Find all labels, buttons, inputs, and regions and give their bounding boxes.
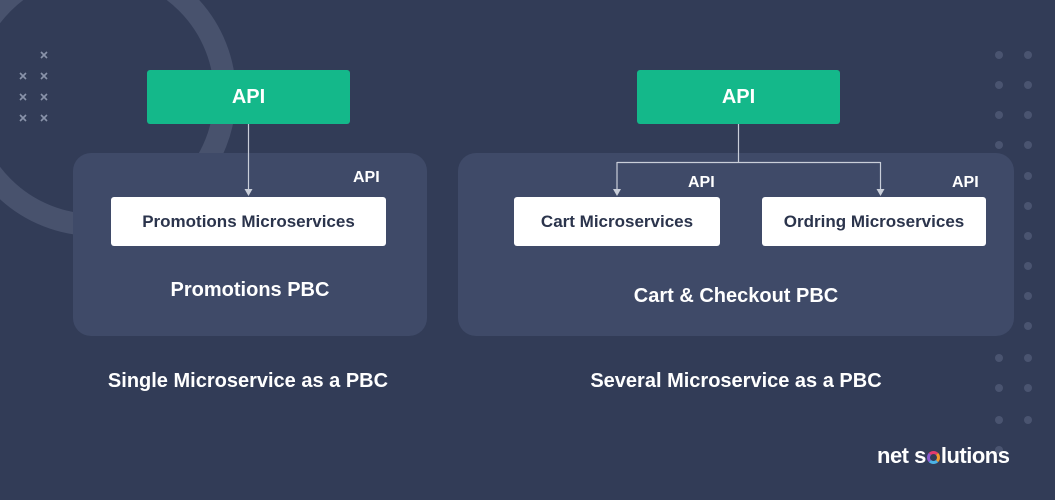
logo-text-start: net s [877, 443, 926, 468]
x-pattern [19, 51, 48, 122]
ordering-connector-arrow [876, 189, 885, 196]
left-connector-arrow [244, 189, 253, 196]
promotions-pbc-label: Promotions PBC [170, 279, 330, 301]
promotions-microservices-box: Promotions Microservices [111, 197, 386, 246]
logo-o-ring-icon [926, 451, 940, 464]
cart-microservices-box: Cart Microservices [514, 197, 720, 246]
dot-pattern [995, 51, 1032, 454]
logo-text-end: lutions [940, 443, 1010, 468]
promotions-inner-api-label: API [353, 169, 380, 186]
cart-checkout-pbc-label: Cart & Checkout PBC [633, 285, 839, 307]
cart-api-label: API [688, 174, 715, 191]
cart-connector-arrow [613, 189, 621, 196]
cart-checkout-api-box: API [637, 70, 840, 124]
promotions-api-box: API [147, 70, 350, 124]
net-solutions-logo: net s lutions [877, 443, 1010, 469]
ordering-api-label: API [952, 174, 979, 191]
ordering-microservices-box: Ordring Microservices [762, 197, 986, 246]
single-microservice-caption: Single Microservice as a PBC [107, 370, 389, 392]
several-microservice-caption: Several Microservice as a PBC [590, 370, 882, 392]
